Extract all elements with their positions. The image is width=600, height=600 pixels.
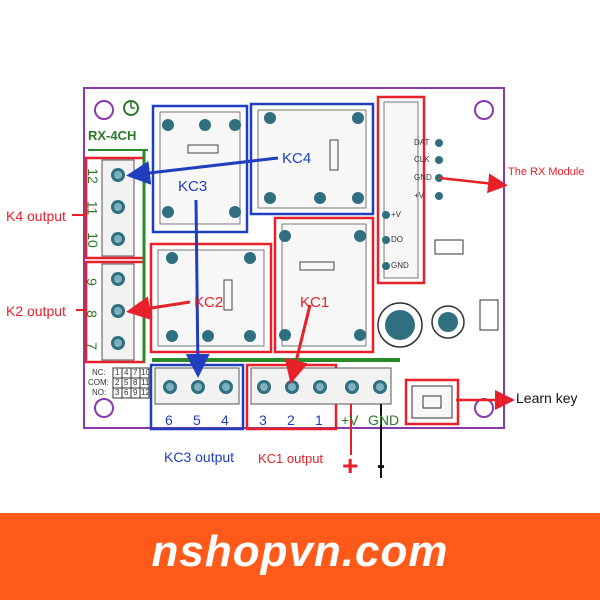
pin-6: 6: [165, 412, 173, 428]
learn-key-label: Learn key: [516, 390, 578, 406]
k4-output-label: K4 output: [6, 208, 66, 224]
kc4-relay-box: [249, 102, 375, 216]
legend-cell: 11: [141, 378, 150, 387]
kc2-label: KC2: [194, 294, 224, 311]
pin-8: 8: [83, 310, 100, 318]
pin-vplus: +V: [341, 412, 359, 428]
kc1-label: KC1: [300, 294, 330, 311]
pin-10: 10: [84, 232, 101, 248]
kc3-output-label: KC3 output: [164, 449, 235, 465]
power-pin-do: DO: [391, 235, 403, 244]
rx-pin-gnd: GND: [414, 173, 432, 182]
capacitor: [377, 302, 423, 348]
pin-2: 2: [287, 412, 295, 428]
legend-cell: 7: [133, 368, 138, 377]
learn-key-box: [404, 378, 460, 426]
clock-symbol: [123, 100, 139, 116]
legend-cell: 3: [115, 388, 120, 397]
legend-cell: 8: [133, 378, 138, 387]
rx-pin-vplus: +V: [414, 191, 425, 200]
mounting-hole: [94, 398, 114, 418]
pin-3: 3: [259, 412, 267, 428]
kc3-label: KC3: [178, 178, 208, 195]
legend-cell: 1: [115, 368, 120, 377]
kc4-label: KC4: [282, 150, 312, 167]
rx-arrow: [439, 173, 508, 194]
legend-cell: 10: [141, 368, 150, 377]
rx-pin-dat: DAT: [414, 138, 430, 147]
legend-cell: 5: [124, 378, 129, 387]
pin-7: 7: [83, 342, 100, 350]
legend-cell: 6: [124, 388, 129, 397]
rx-module-label: The RX Module: [508, 166, 585, 178]
kc2-arrow: [126, 296, 191, 321]
legend-cell: 9: [133, 388, 138, 397]
kc4-arrow: [126, 156, 279, 185]
pin-1: 1: [315, 412, 323, 428]
kc1-arrow: [284, 304, 312, 384]
legend-cell: 12: [141, 388, 150, 397]
board-model-label: RX-4CH: [88, 128, 137, 143]
minus-sign: -: [377, 452, 385, 479]
brand-text: nshopvn.com: [151, 527, 449, 576]
legend-cell: 4: [124, 368, 129, 377]
plus-sign: +: [342, 450, 359, 481]
pin-4: 4: [221, 412, 229, 428]
brand-banner: [0, 513, 600, 600]
pin-11: 11: [84, 200, 101, 216]
legend-cell: 2: [115, 378, 120, 387]
power-pin-vplus: +V: [391, 210, 402, 219]
power-pin-gnd: GND: [391, 261, 409, 270]
mounting-hole: [474, 100, 494, 120]
kc3-relay-box: [151, 104, 249, 234]
pin-5: 5: [193, 412, 201, 428]
kc1-relay-box: [273, 216, 375, 354]
kc3-arrow: [185, 199, 210, 378]
legend-com-label: COM:: [88, 378, 109, 387]
capacitor: [431, 305, 465, 339]
pin-12: 12: [84, 168, 101, 184]
legend-no-label: NO:: [92, 388, 107, 397]
pin-gnd: GND: [368, 412, 400, 428]
legend-nc-label: NC:: [92, 368, 106, 377]
kc1-output-label: KC1 output: [258, 451, 324, 466]
k2-output-label: K2 output: [6, 303, 66, 319]
rx-pin-clk: CLK: [414, 155, 430, 164]
mounting-hole: [94, 100, 114, 120]
pin-9: 9: [83, 278, 100, 286]
rx-module-box: [376, 95, 426, 285]
